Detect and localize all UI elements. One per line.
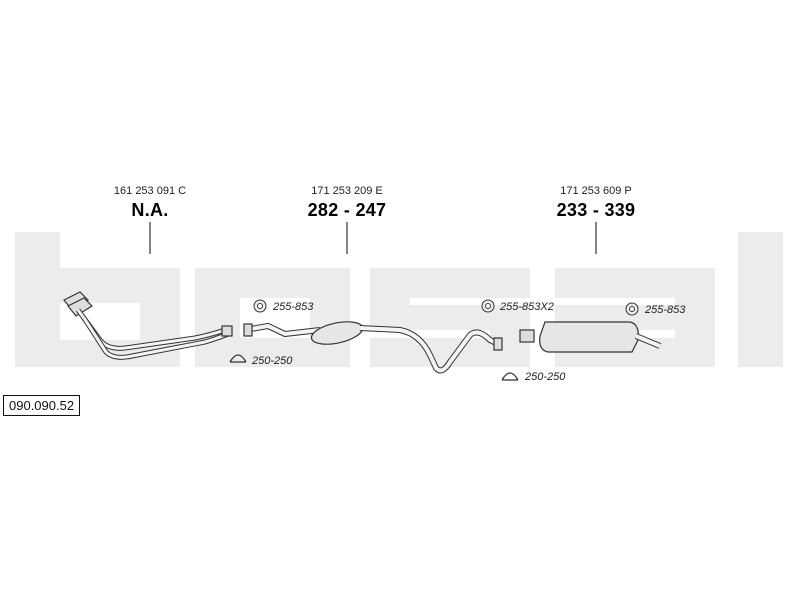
fitting-label: 250-250 [252,355,293,367]
bolt-nut-icon [625,302,639,316]
rear-silencer [519,321,662,353]
middle-silencer-code: 282 - 247 [307,200,387,220]
fitting-label: 250-250 [525,371,566,383]
clamp-ring-icon [229,354,247,363]
rear-silencer-ref: 171 253 609 P [560,185,632,197]
diagram-id: 090.090.52 [3,395,81,416]
middle-silencer-ref: 171 253 209 E [311,185,383,197]
rear-silencer-code: 233 - 339 [556,200,636,220]
clamp-ring-icon [501,372,519,381]
front-pipe [63,291,233,360]
bolt-nut-icon [481,299,495,313]
fitting-label: 255-853 [645,304,686,316]
front-pipe-code: N.A. [131,200,169,220]
fitting-label: 255-853X2 [500,301,554,313]
fitting-label: 255-853 [273,301,314,313]
front-pipe-ref: 161 253 091 C [113,185,187,197]
bolt-nut-icon [253,299,267,313]
middle-silencer [243,321,503,374]
